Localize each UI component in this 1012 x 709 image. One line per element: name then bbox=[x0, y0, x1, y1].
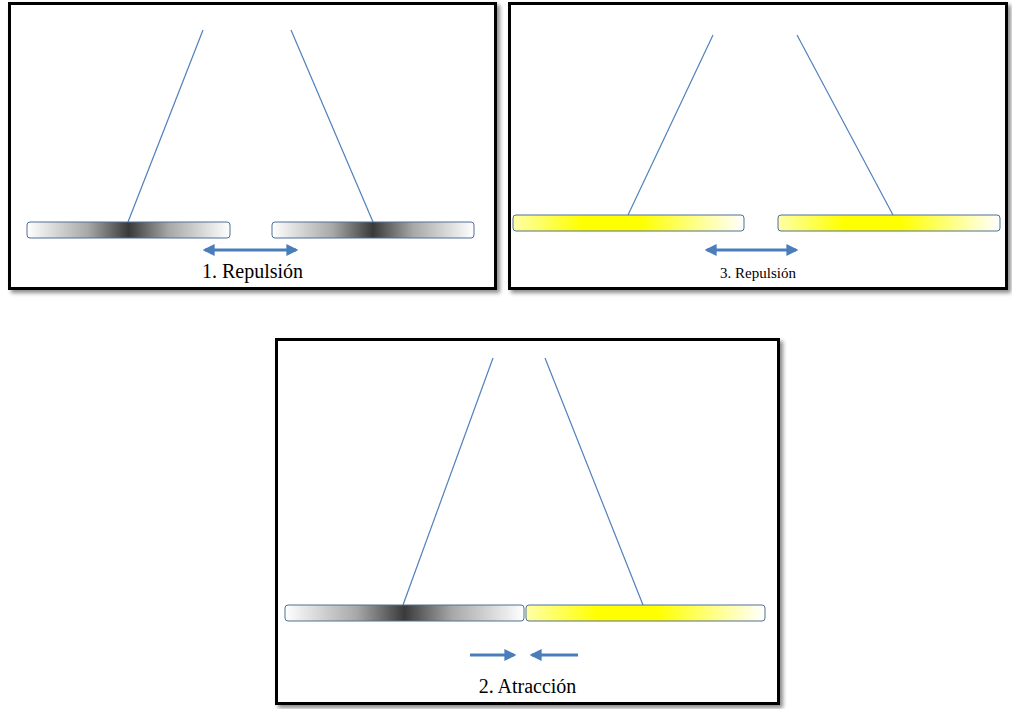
thread bbox=[628, 35, 713, 215]
scene-panel: 2. Atracción bbox=[275, 338, 780, 705]
thread bbox=[545, 358, 643, 605]
rod bbox=[285, 605, 524, 621]
rod bbox=[513, 215, 744, 231]
panel-caption: 2. Atracción bbox=[479, 675, 577, 698]
rod bbox=[778, 215, 1000, 231]
rod bbox=[272, 222, 474, 238]
thread bbox=[797, 35, 893, 215]
thread bbox=[291, 30, 373, 222]
rod bbox=[27, 222, 230, 238]
force-arrow bbox=[532, 654, 578, 657]
panel-caption: 1. Repulsión bbox=[202, 260, 303, 283]
force-arrow bbox=[707, 249, 796, 252]
force-arrow bbox=[205, 249, 296, 252]
thread bbox=[128, 30, 203, 222]
repulsion-gray-scene bbox=[27, 30, 474, 250]
scene-panel: 1. Repulsión bbox=[8, 2, 497, 290]
thread bbox=[403, 358, 493, 605]
attraction-scene bbox=[285, 358, 765, 655]
rod bbox=[526, 605, 765, 621]
scene-panel: 3. Repulsión bbox=[508, 2, 1008, 290]
repulsion-yellow-scene bbox=[513, 35, 1000, 250]
force-arrow bbox=[470, 654, 514, 657]
panel-caption: 3. Repulsión bbox=[720, 265, 796, 282]
